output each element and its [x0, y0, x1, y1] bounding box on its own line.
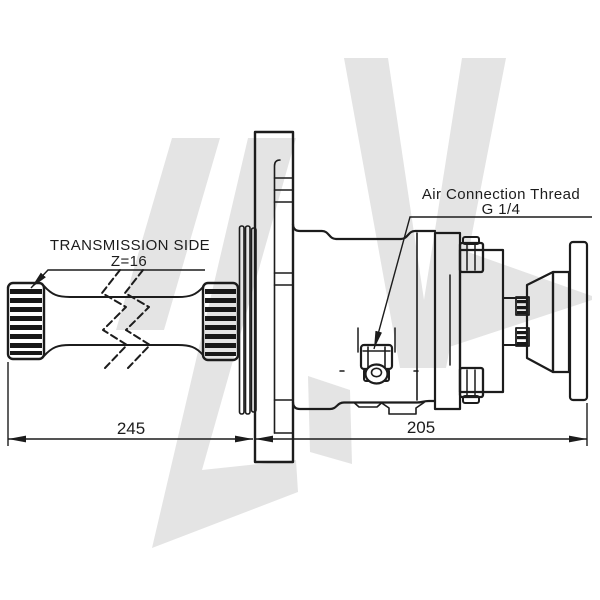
spline-teeth-right [205, 289, 236, 356]
dim-value-245: 245 [117, 419, 145, 438]
air-fitting [339, 327, 419, 385]
fitting-port-inner [370, 367, 383, 378]
flange-hub-line [273, 159, 281, 434]
air-leader-line [373, 216, 592, 350]
watermark-tail [308, 376, 352, 464]
main-body [291, 222, 437, 415]
drum [458, 248, 505, 394]
assembly-drawing [6, 130, 589, 464]
shaft-break-lines [101, 269, 151, 369]
watermark-arrow [440, 242, 592, 350]
transmission-leader-line [30, 269, 205, 289]
mounting-flange [253, 130, 295, 464]
hex-bolt-bottom [458, 366, 485, 404]
leaders [30, 216, 592, 350]
dimension-lines [7, 362, 588, 446]
output-stub-shaft [502, 296, 530, 347]
stub-spline-upper [515, 296, 530, 316]
body-tab-large [380, 401, 425, 415]
transmission-label-line1: TRANSMISSION SIDE [50, 237, 210, 254]
air-label-line2: G 1/4 [482, 201, 521, 218]
fitting-port-outer [364, 363, 389, 385]
flange-bolt-holes [273, 177, 293, 434]
watermark-letter-v [344, 58, 506, 368]
annotations: TRANSMISSION SIDE Z=16 Air Connection Th… [50, 186, 580, 438]
body-tab-small [353, 401, 383, 408]
spline-shaft-end [6, 281, 46, 361]
spline-coupling [201, 281, 240, 362]
watermark-bar-1 [116, 138, 220, 330]
spline-teeth-left [10, 289, 42, 355]
dim-value-205: 205 [407, 418, 435, 437]
hex-bolt-top [458, 236, 485, 274]
air-label-line1: Air Connection Thread [422, 186, 580, 203]
transmission-label-line2: Z=16 [111, 253, 147, 270]
stub-spline-lower [515, 327, 530, 347]
end-plate [568, 240, 589, 402]
input-shaft [43, 285, 204, 357]
